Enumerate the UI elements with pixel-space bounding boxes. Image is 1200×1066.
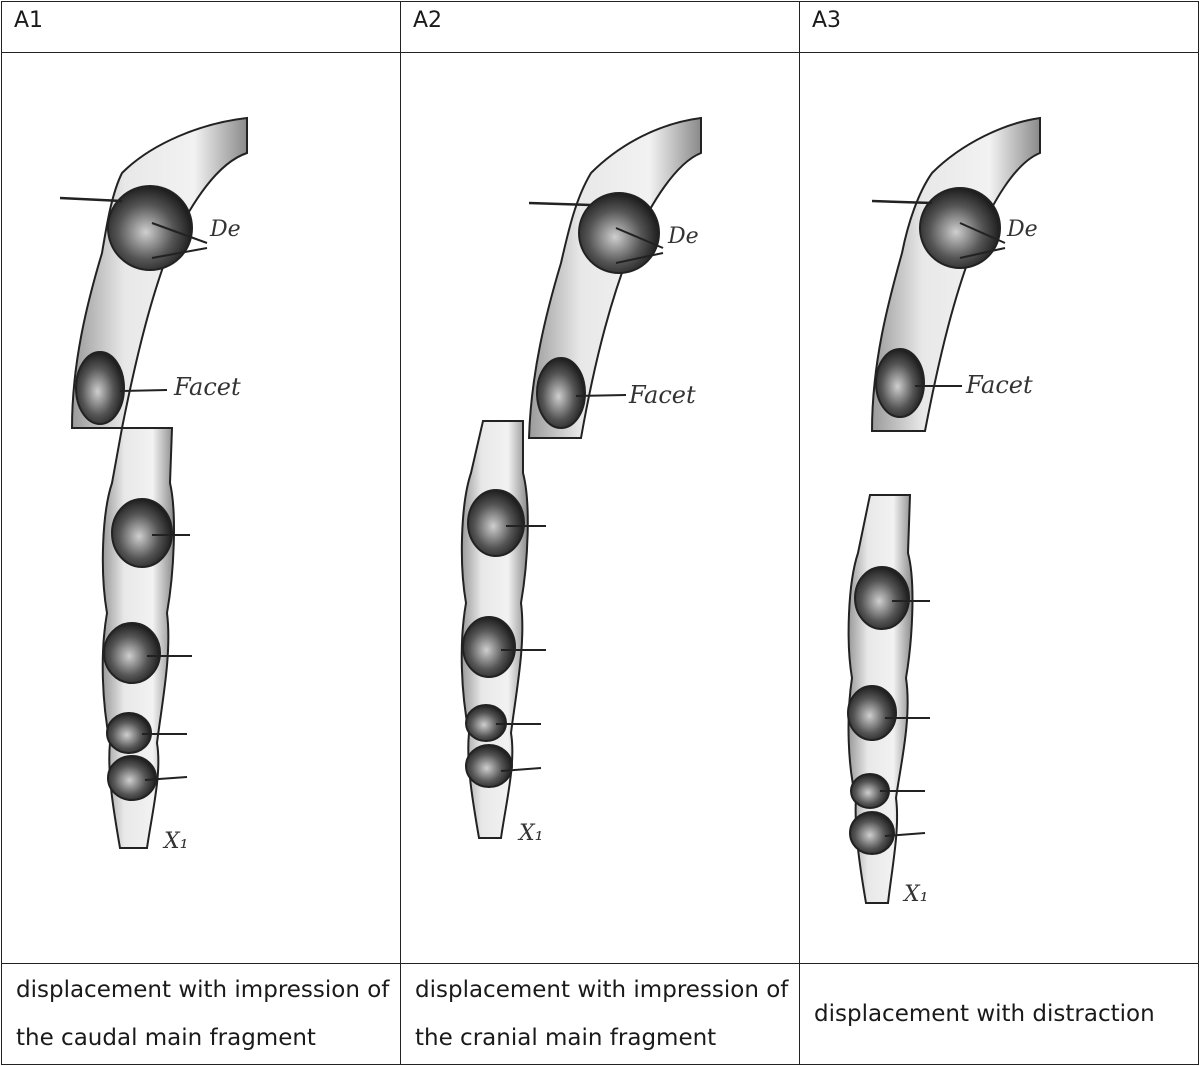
- sternum-illustration-a2: De Facet X₁: [460, 116, 702, 846]
- lower-fragment-a1: X₁: [101, 427, 192, 854]
- lower-fragment-a2: X₁: [460, 420, 546, 846]
- upper-fragment-a1: De Facet: [57, 116, 252, 429]
- caption-a1: displacement with impression of the caud…: [16, 977, 390, 1051]
- lower-fragment-a3: X₁: [847, 494, 930, 907]
- header-a1: A1: [14, 8, 44, 33]
- header-a3: A3: [812, 8, 842, 33]
- label-upper-a1: De: [209, 217, 241, 242]
- label-upper-a2: De: [667, 224, 699, 249]
- label-bottom-a1: X₁: [162, 829, 188, 854]
- label-facet-a3: Facet: [965, 371, 1033, 399]
- header-a2: A2: [413, 8, 443, 33]
- label-facet-a2: Facet: [628, 381, 696, 409]
- caption-a3: displacement with distraction: [814, 1001, 1155, 1027]
- label-upper-a3: De: [1006, 217, 1038, 242]
- figure-cell-a3: De Facet X₁: [799, 52, 1199, 964]
- header-row: A1 A2 A3: [1, 1, 1199, 53]
- label-facet-a1: Facet: [173, 373, 241, 401]
- caption-a2: displacement with impression of the cran…: [415, 977, 789, 1051]
- sternum-illustration-a1: De Facet X₁: [57, 116, 252, 854]
- figure-cell-a2: De Facet X₁: [400, 52, 800, 964]
- header-cell-a1: A1: [1, 1, 401, 53]
- label-bottom-a3: X₁: [902, 882, 928, 907]
- header-cell-a3: A3: [799, 1, 1199, 53]
- figure-row: De Facet X₁: [1, 52, 1199, 964]
- caption-cell-a3: displacement with distraction: [799, 963, 1199, 1065]
- header-cell-a2: A2: [400, 1, 800, 53]
- sternum-illustration-a3: De Facet X₁: [847, 116, 1041, 907]
- caption-cell-a2: displacement with impression of the cran…: [400, 963, 800, 1065]
- label-bottom-a2: X₁: [517, 821, 543, 846]
- upper-fragment-a3: De Facet: [870, 116, 1041, 433]
- upper-fragment-a2: De Facet: [527, 116, 702, 439]
- figure-cell-a1: De Facet X₁: [1, 52, 401, 964]
- caption-cell-a1: displacement with impression of the caud…: [1, 963, 401, 1065]
- caption-row: displacement with impression of the caud…: [1, 963, 1199, 1065]
